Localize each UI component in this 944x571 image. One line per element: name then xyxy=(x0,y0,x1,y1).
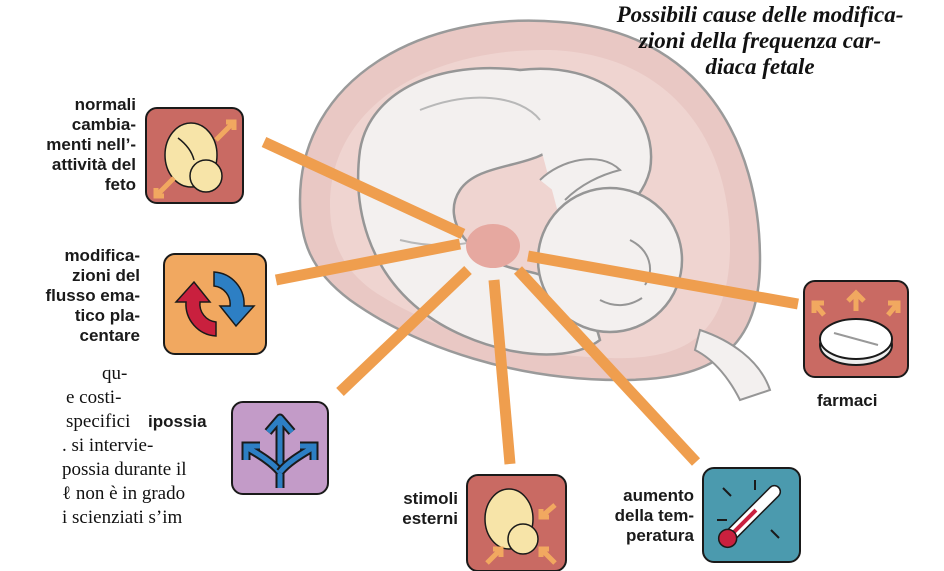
fetus-icon xyxy=(146,108,243,203)
circulation-arrows-icon xyxy=(164,254,266,354)
thermometer-icon xyxy=(703,468,800,562)
article-body-text: qu- e costi- specifici . si intervie- po… xyxy=(0,362,200,530)
diagram-title: Possibili cause delle modifica- zioni de… xyxy=(590,2,930,80)
label-fetal-activity: normali cambia- menti nell’- attività de… xyxy=(46,95,136,195)
pill-icon xyxy=(804,281,908,377)
label-drugs: farmaci xyxy=(817,391,877,411)
branching-arrows-icon xyxy=(232,402,328,494)
fetus-stimuli-icon xyxy=(467,475,566,571)
fetal-heart xyxy=(466,224,520,268)
label-temperature: aumento della tem- peratura xyxy=(615,486,694,546)
title-line: diaca fetale xyxy=(590,54,930,80)
label-external-stimuli: stimoli esterni xyxy=(402,489,458,529)
label-placental-flow: modifica- zioni del flusso ema- tico pla… xyxy=(46,246,140,346)
title-line: zioni della frequenza car- xyxy=(590,28,930,54)
title-line: Possibili cause delle modifica- xyxy=(590,2,930,28)
